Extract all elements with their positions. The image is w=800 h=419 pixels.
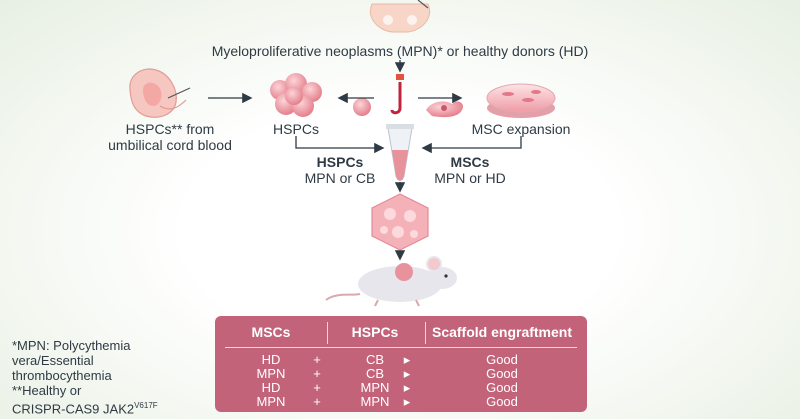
cell-result: Good	[486, 366, 518, 381]
syringe-tube-icon	[390, 74, 404, 115]
mscs-source-sub: MPN or HD	[434, 170, 506, 186]
cell-plus: +	[313, 352, 321, 367]
cell-arrow-icon: ▸	[403, 352, 411, 367]
cell-mscs: HD	[261, 380, 281, 395]
msc-cell-icon	[426, 101, 464, 118]
footnotes: *MPN: Polycythemia vera/Essential thromb…	[12, 338, 212, 416]
cell-hspcs: MPN	[360, 394, 390, 409]
footnote-line: **Healthy or	[12, 383, 82, 398]
cell-hspcs: CB	[365, 366, 385, 381]
hspcs-source-sub: MPN or CB	[304, 170, 376, 186]
footnote-line: thrombocythemia	[12, 368, 112, 383]
pelvis-icon	[370, 0, 430, 33]
cell-arrow-icon: ▸	[403, 380, 411, 395]
mscs-source-label: MSCs MPN or HD	[430, 154, 510, 186]
cell-mscs: MPN	[256, 394, 286, 409]
msc-expansion-label: MSC expansion	[471, 121, 571, 137]
cell-result: Good	[486, 352, 518, 367]
cord-blood-label-line2: umbilical cord blood	[108, 137, 232, 153]
cell-plus: +	[313, 366, 321, 381]
hspcs-source-label: HSPCs MPN or CB	[300, 154, 380, 186]
hspc-cluster-icon	[270, 73, 322, 117]
cord-blood-label-line1: HSPCs** from	[125, 121, 215, 137]
single-cell-icon	[353, 98, 371, 116]
table-header-mscs: MSCs	[251, 324, 291, 340]
table-row: MPN + CB ▸ Good	[215, 367, 587, 381]
table-row: HD + MPN ▸ Good	[215, 381, 587, 395]
footnote-mutation: V617F	[134, 401, 158, 410]
footnote-line: CRISPR-CAS9 JAK2V617F	[12, 398, 212, 416]
cell-result: Good	[486, 380, 518, 395]
footnote-line: vera/Essential	[12, 353, 94, 368]
table-header-engraftment: Scaffold engraftment	[431, 324, 572, 340]
cord-blood-label: HSPCs** from umbilical cord blood	[80, 121, 260, 153]
cell-arrow-icon: ▸	[403, 394, 411, 409]
cell-arrow-icon: ▸	[403, 366, 411, 381]
hspcs-source-title: HSPCs	[316, 154, 364, 170]
petri-dish-icon	[486, 83, 556, 118]
mouse-icon	[325, 256, 457, 307]
fetus-uterus-icon	[129, 68, 191, 118]
table-header-hspcs: HSPCs	[351, 324, 399, 340]
cell-hspcs: CB	[365, 352, 385, 367]
footnote-line: *MPN: Polycythemia	[12, 338, 131, 353]
footnote-gene: CRISPR-CAS9 JAK2	[12, 401, 135, 417]
cell-hspcs: MPN	[360, 380, 390, 395]
mscs-source-title: MSCs	[450, 154, 490, 170]
scaffold-icon	[371, 193, 429, 251]
cell-result: Good	[486, 394, 518, 409]
cell-mscs: MPN	[256, 366, 286, 381]
cell-mscs: HD	[261, 352, 281, 367]
header-title: Myeloproliferative neoplasms (MPN)* or h…	[211, 43, 589, 59]
results-table: MSCs HSPCs Scaffold engraftment HD + CB …	[215, 316, 587, 412]
table-row: MPN + MPN ▸ Good	[215, 395, 587, 409]
table-header-rule	[225, 347, 577, 348]
flow-arrows	[208, 60, 522, 261]
cell-plus: +	[313, 380, 321, 395]
table-divider	[327, 322, 328, 344]
tube-icon	[386, 124, 414, 181]
table-divider	[425, 322, 426, 344]
cell-plus: +	[313, 394, 321, 409]
table-row: HD + CB ▸ Good	[215, 353, 587, 367]
hspcs-label: HSPCs	[273, 121, 319, 137]
